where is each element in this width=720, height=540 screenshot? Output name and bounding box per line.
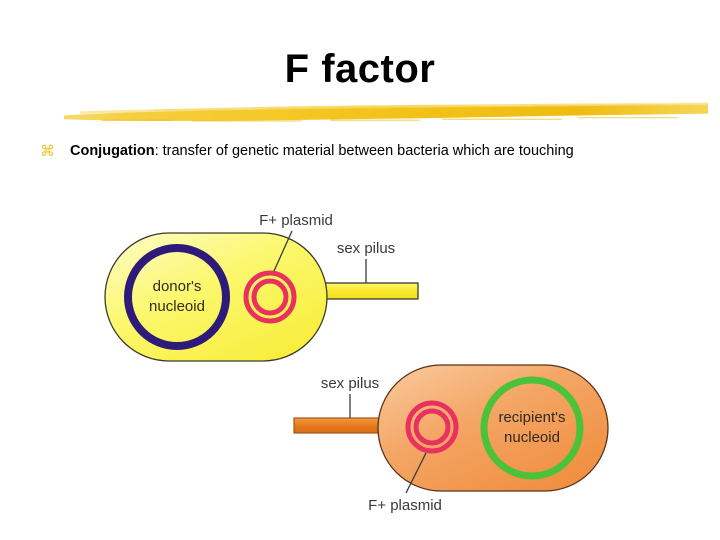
- donor-cell-group: donor's nucleoid F+ plasmid sex pilus: [104, 212, 419, 362]
- donor-nucleoid-ring: [124, 244, 230, 350]
- recipient-plasmid-inner-ring: [413, 408, 451, 446]
- donor-nucleoid-label-line2: nucleoid: [149, 298, 205, 315]
- brushstroke-bristles: [102, 117, 678, 122]
- donor-plasmid-label: F+ plasmid: [259, 212, 333, 229]
- recipient-pilus-label: sex pilus: [321, 375, 379, 392]
- conjugation-svg: donor's nucleoid F+ plasmid sex pilus: [104, 212, 609, 514]
- bullet-row: ⌘ Conjugation: transfer of genetic mater…: [40, 142, 690, 161]
- recipient-plasmid-label: F+ plasmid: [368, 497, 442, 514]
- bullet-text: Conjugation: transfer of genetic materia…: [70, 142, 574, 161]
- bullet-rest-text: : transfer of genetic material between b…: [154, 143, 574, 159]
- brushstroke-svg: [64, 102, 708, 122]
- donor-plasmid-outer-ring: [243, 270, 297, 324]
- brushstroke-body: [64, 103, 708, 121]
- donor-f-plasmid: [243, 270, 297, 324]
- donor-nucleoid-label-line1: donor's: [153, 278, 202, 295]
- brushstroke-wisps: [154, 104, 662, 111]
- recipient-plasmid-leader-line: [405, 452, 427, 494]
- page-title: F factor: [284, 47, 436, 91]
- recipient-nucleoid-label-line1: recipient's: [498, 409, 565, 426]
- recipient-cell-body: [377, 364, 609, 492]
- recipient-f-plasmid: [405, 400, 459, 454]
- place-of-interest-bullet-icon: ⌘: [40, 143, 55, 160]
- brushstroke-highlight: [80, 102, 706, 114]
- donor-pilus-label: sex pilus: [337, 240, 395, 257]
- bullet-lead-term: Conjugation: [70, 143, 155, 159]
- recipient-cell-group: recipient's nucleoid sex pilus F+ plasmi…: [293, 364, 609, 514]
- donor-plasmid-leader-line: [273, 230, 293, 272]
- conjugation-figure: donor's nucleoid F+ plasmid sex pilus: [80, 205, 640, 535]
- donor-plasmid-inner-ring: [251, 278, 289, 316]
- recipient-nucleoid-label-line2: nucleoid: [504, 429, 560, 446]
- title-underline-brushstroke: [62, 98, 710, 128]
- recipient-plasmid-outer-ring: [405, 400, 459, 454]
- recipient-nucleoid-ring: [480, 376, 584, 480]
- donor-cell-body: [104, 232, 328, 362]
